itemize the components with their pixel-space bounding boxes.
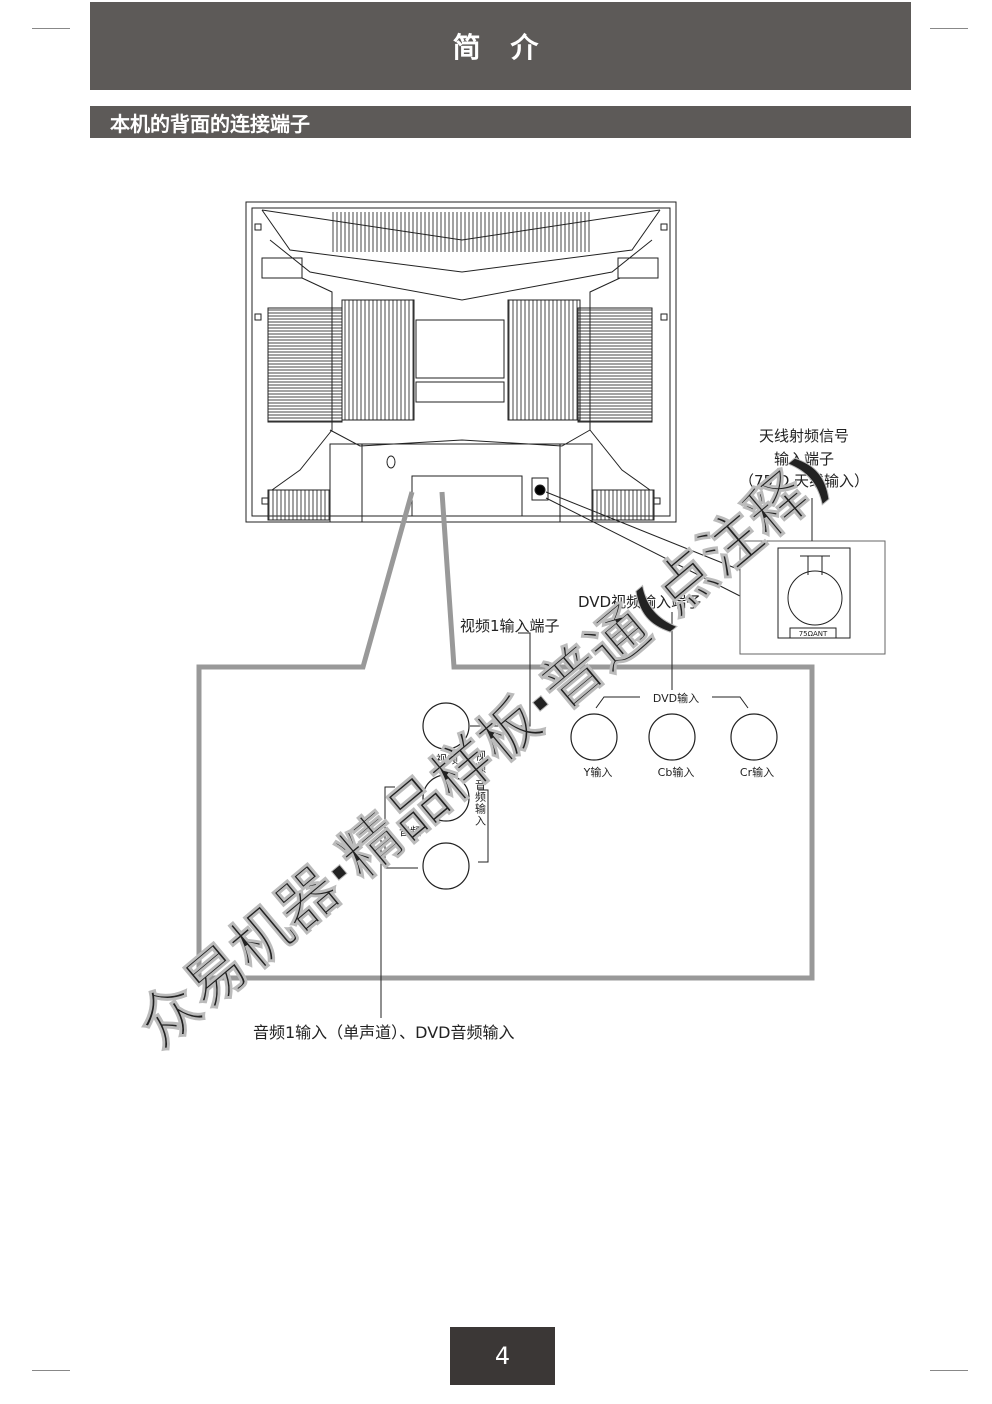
y-input-jack (570, 713, 618, 761)
video1-label: 视频1输入端子 (460, 617, 560, 635)
audio-input-label: 音频1输入（单声道）、DVD音频输入 (253, 1023, 515, 1042)
crop-mark (32, 1370, 70, 1371)
audio-right-jack (422, 842, 470, 890)
page-number: 4 (450, 1327, 555, 1385)
audio-left-jack (422, 774, 470, 822)
crop-mark (32, 28, 70, 29)
cb-input-jack (648, 713, 696, 761)
av-input-vertical-label: 视频/音频输入 (474, 749, 487, 827)
crop-mark (930, 28, 968, 29)
video-jack-label: 视频 (436, 752, 458, 766)
cb-input-label: Cb输入 (658, 765, 695, 779)
tv-rear-view (245, 201, 677, 523)
section-title: 本机的背面的连接端子 (110, 111, 310, 136)
cr-input-jack (730, 713, 778, 761)
antenna-label-line1: 天线射频信号 (759, 427, 849, 445)
video1-jack (422, 702, 470, 750)
section-header: 本机的背面的连接端子 (90, 106, 911, 138)
jack-group (422, 702, 778, 890)
antenna-label-line3: （75 Ω 天线输入） (739, 472, 869, 490)
dvd-group-label: DVD输入 (653, 691, 699, 705)
cr-input-label: Cr输入 (740, 765, 774, 779)
chapter-header: 简 介 (90, 2, 911, 90)
antenna-plate-label: 75ΩANT (799, 630, 828, 638)
chapter-title: 简 介 (452, 31, 549, 64)
antenna-label-line2: 输入端子 (774, 450, 834, 468)
audio-jack-label: 音频 (399, 824, 421, 838)
dvd-video-label: DVD视频输入端子 (578, 593, 701, 611)
antenna-callout (545, 491, 886, 655)
leader-lines (380, 612, 749, 1018)
y-input-label: Y输入 (583, 765, 613, 779)
crop-mark (930, 1370, 968, 1371)
zoom-callout-outline (196, 491, 815, 981)
